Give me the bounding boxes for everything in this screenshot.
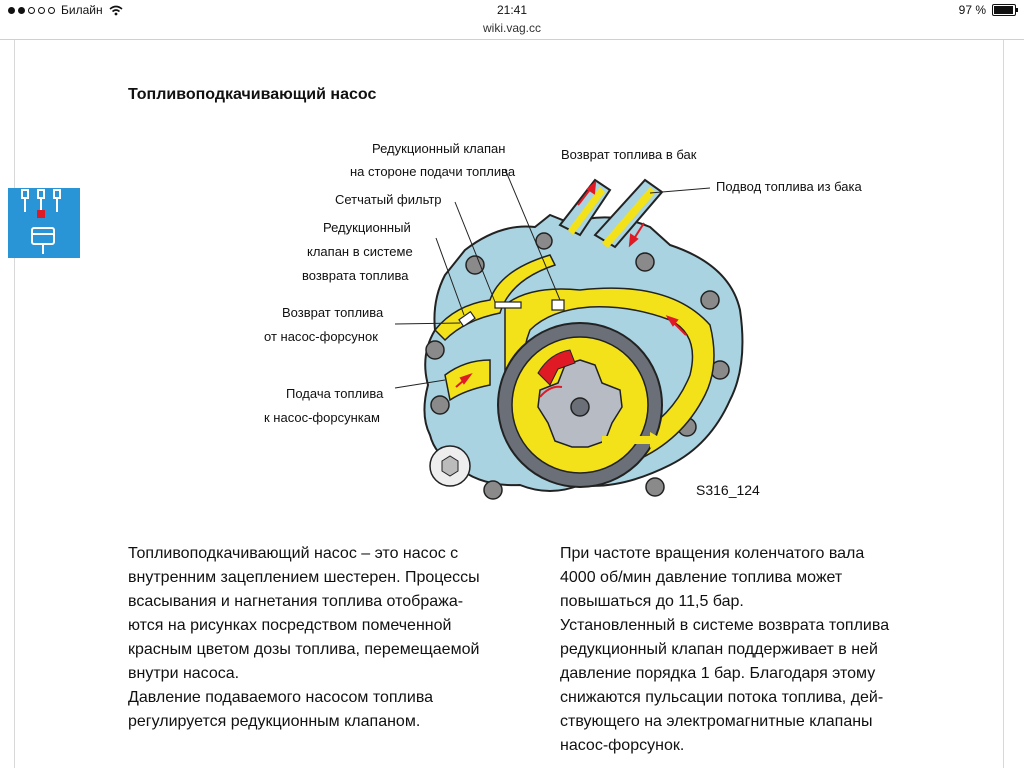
label-return-from-injectors: Возврат топлива [282,305,384,320]
clock: 21:41 [496,3,528,17]
label-reduction-valve-supply: Редукционный клапан [372,141,506,156]
label-supply-to-injectors: Подача топлива [286,386,384,401]
return-valve [458,310,476,328]
engine-injector-icon [21,189,61,254]
page-edge-left [14,40,15,768]
page-title: Топливоподкачивающий насос [128,86,377,103]
left-line: Топливоподкачивающий насос – это насос с [128,545,459,562]
left-line: внутренним зацеплением шестерен. Процесс… [128,569,480,586]
carrier-name: Билайн [61,3,103,17]
left-line: Давление подаваемого насосом топлива [128,689,434,706]
left-column: Топливоподкачивающий насос – это насос с… [128,542,528,734]
right-line: насос-форсунок. [560,737,685,754]
fuel-pump-illustration [394,168,744,500]
left-line: красным цветом дозы топлива, перемещаемо… [128,641,480,658]
label-reduction-valve-return-2: клапан в системе [307,244,413,259]
signal-strength-icon [8,6,55,14]
return-pipe-fuel [568,187,605,235]
left-line: регулируется редукционным клапаном. [128,713,421,730]
battery-icon [992,4,1018,16]
gear-shaft [570,397,590,417]
divider [0,39,1024,40]
hex-socket [441,455,459,477]
right-line: При частоте вращения коленчатого вала [560,545,865,562]
label-reduction-valve-return: Редукционный [323,220,411,235]
page-edge-right [1003,40,1004,768]
label-supply-to-injectors-2: к насос-форсункам [264,410,380,425]
bolt-holes [425,232,730,500]
battery-level [994,6,1014,14]
status-right: 97 % [958,3,1018,17]
right-line: снижаются пульсации потока топлива, дей- [560,689,884,706]
battery-percent: 97 % [958,3,986,17]
supply-valve [551,299,565,311]
left-line: всасывания и нагнетания топлива отобража… [128,593,464,610]
left-line: внутри насоса. [128,665,240,682]
right-line: Установленный в системе возврата топлива [560,617,890,634]
section-tab[interactable] [8,188,80,258]
label-fuel-return-tank: Возврат топлива в бак [561,147,697,162]
supply-pipe-fuel [602,187,656,248]
flow-arrows [455,180,687,398]
right-line: давление порядка 1 бар. Благодаря этому [560,665,876,682]
right-line: ствующего на электромагнитные клапаны [560,713,873,730]
left-line: ются на рисунках посредством помеченной [128,617,452,634]
leader-lines [394,168,711,389]
yellow-outlet-arrow [602,432,664,448]
label-mesh-filter: Сетчатый фильтр [335,192,442,207]
url-bar[interactable]: wiki.vag.cc [482,21,541,35]
label-reduction-valve-supply-2: на стороне подачи топлива [350,164,516,179]
red-fuel-dose [537,349,576,386]
right-line: 4000 об/мин давление топлива может [560,569,843,586]
status-left: Билайн [8,3,123,17]
right-line: повышаться до 11,5 бар. [560,593,744,610]
right-line: редукционный клапан поддерживает в ней [560,641,878,658]
label-return-from-injectors-2: от насос-форсунок [264,329,378,344]
label-fuel-supply-tank: Подвод топлива из бака [716,179,862,194]
figure-code: S316_124 [696,482,760,498]
label-reduction-valve-return-3: возврата топлива [302,268,409,283]
right-column: При частоте вращения коленчатого вала 40… [560,542,980,758]
fuel-pump-diagram [250,135,890,510]
status-bar: Билайн 21:41 97 % [0,0,1024,20]
wifi-icon [109,5,123,15]
mesh-filter [494,301,522,309]
